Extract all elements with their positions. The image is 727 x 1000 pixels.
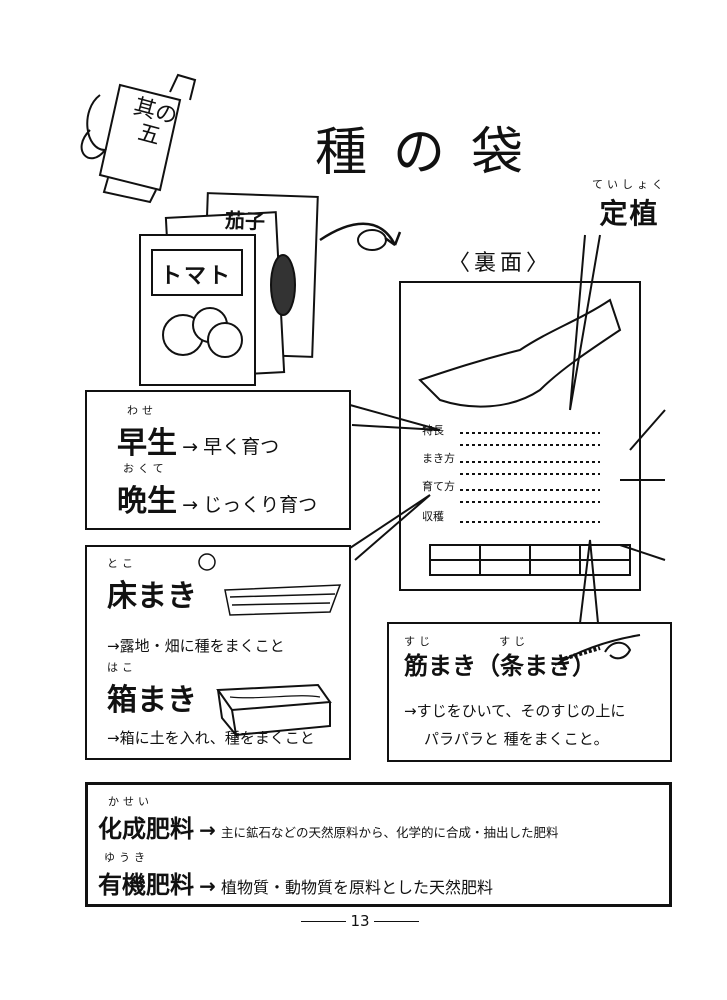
toko-desc: →露地・畑に種をまくこと: [107, 637, 285, 655]
box-seeding-drawing: [216, 683, 332, 739]
okute-row: おくて 晩生 → じっくり育つ: [117, 460, 317, 520]
transplant-label: ていしょく 定植: [592, 176, 667, 232]
wase-arrow: →: [182, 436, 199, 458]
wase-row: わせ 早生 → 早く育つ: [117, 402, 279, 462]
wase-desc: 早く育つ: [203, 436, 280, 458]
organic-desc: 植物質・動物質を原料とした天然肥料: [220, 878, 493, 897]
okute-term: 晩生: [117, 484, 177, 519]
okute-ruby: おくて: [123, 462, 168, 475]
organic-arrow: →: [199, 874, 216, 898]
packet-back-drawing: [399, 281, 641, 591]
curved-arrow-icon: [319, 222, 402, 247]
page-number-row: 13: [290, 912, 430, 930]
transplant-text: 定植: [599, 197, 660, 230]
chemical-desc: 主に鉱石などの天然原料から、化学的に合成・抽出した肥料: [220, 825, 559, 840]
fertilizer-box: かせい 化成肥料 → 主に鉱石などの天然原料から、化学的に合成・抽出した肥料 ゆ…: [85, 782, 672, 907]
chemical-ruby: かせい: [108, 795, 153, 808]
page-number-rule-right: [374, 921, 420, 922]
packet-row-growing: 育て方: [422, 480, 455, 493]
okute-arrow: →: [182, 494, 199, 516]
organic-term: 有機肥料: [98, 871, 194, 899]
seed-packets-drawing: [139, 192, 319, 386]
chemical-term: 化成肥料: [98, 815, 194, 843]
wase-okute-box: わせ 早生 → 早く育つ おくて 晩生 → じっくり育つ: [85, 390, 351, 530]
back-side-label: 〈裏面〉: [448, 251, 553, 276]
eggplant-packet-label: 茄子: [224, 208, 266, 234]
packet-row-harvest: 収穫: [422, 510, 444, 523]
wase-ruby: わせ: [127, 404, 157, 417]
suji-ruby-2: すじ: [499, 635, 530, 648]
callout-pointers: [349, 234, 666, 624]
organic-fertilizer-row: ゆうき 有機肥料 → 植物質・動物質を原料とした天然肥料: [98, 849, 493, 900]
suji-ruby-1: すじ: [404, 635, 434, 648]
suji-box: すじ すじ 筋まき（条まき） →すじをひいて、そのすじの上に パラパラと 種をま…: [387, 622, 672, 762]
organic-ruby: ゆうき: [104, 851, 149, 864]
okute-desc: じっくり育つ: [203, 494, 318, 516]
suji-desc-1: →すじをひいて、そのすじの上に: [404, 702, 626, 720]
bed-seeding-drawing: [198, 553, 342, 616]
hako-term: 箱まき: [107, 683, 197, 718]
suji-rubies: すじ すじ: [404, 630, 564, 649]
packet-rows: 特長 まき方 育て方 収穫: [422, 425, 455, 531]
toko-hako-box: とこ 床まき →露地・畑に種をまくこと はこ 箱まき →箱に土を入れ、種をまくこ…: [85, 545, 351, 760]
hako-ruby: はこ: [107, 661, 137, 674]
page-number-rule-left: [300, 921, 346, 922]
page-title: 種の袋: [315, 123, 550, 183]
hako-desc: →箱に土を入れ、種をまくこと: [107, 729, 315, 747]
packet-row-sowing: まき方: [422, 452, 455, 465]
suji-term: 筋まき（条まき）: [404, 652, 596, 680]
chemical-fertilizer-row: かせい 化成肥料 → 主に鉱石などの天然原料から、化学的に合成・抽出した肥料: [98, 793, 558, 844]
suji-desc-2: パラパラと 種をまくこと。: [424, 730, 609, 748]
wase-term: 早生: [117, 426, 177, 461]
page-number: 13: [350, 912, 370, 930]
transplant-ruby: ていしょく: [592, 178, 667, 191]
chemical-arrow: →: [199, 818, 216, 842]
packet-row-feature: 特長: [422, 424, 444, 437]
toko-ruby: とこ: [107, 557, 137, 570]
tomato-packet-label: トマト: [160, 264, 233, 289]
row-seeding-drawing: [554, 634, 641, 666]
toko-term: 床まき: [107, 579, 197, 614]
badge-bottle-drawing: [80, 73, 197, 204]
